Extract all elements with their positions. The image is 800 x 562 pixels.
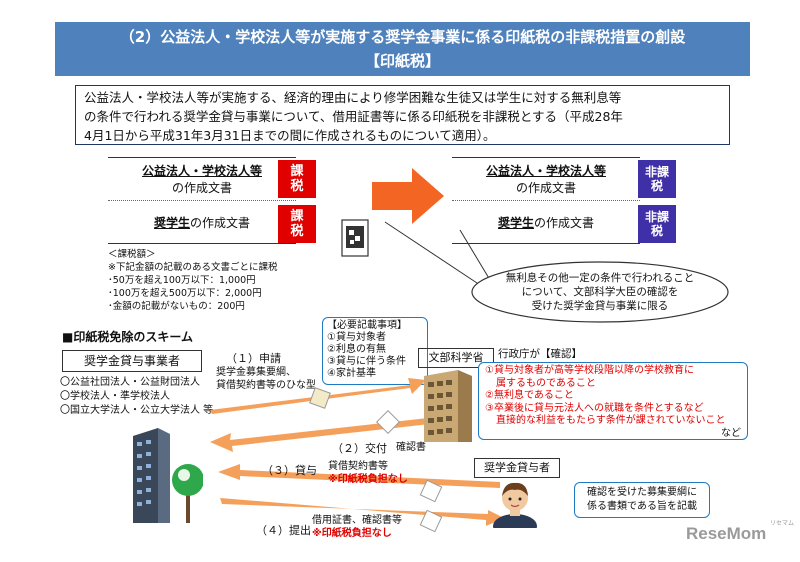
non-taxable-badge: 非課税	[638, 160, 676, 198]
document-icon	[419, 509, 443, 533]
step2-description: 確認書	[396, 442, 426, 453]
document-icon	[419, 479, 443, 503]
doc-subtitle: の作成文書	[534, 215, 595, 230]
summary-line: 4月1日から平成31年3月31日までの間に作成されるものについて適用）。	[84, 128, 496, 143]
step3-label: （３）貸与	[262, 464, 317, 477]
scheme-title: ■印紙税免除のスキーム	[62, 330, 193, 344]
arrow-step2	[210, 418, 430, 452]
page-subtitle: 【印紙税】	[364, 52, 440, 70]
before-documents: 公益法人・学校法人等 の作成文書 奨学生の作成文書	[108, 157, 296, 244]
summary-box: 公益法人・学校法人等が実施する、経済的理由により修学困難な生徒又は学生に対する無…	[75, 85, 730, 145]
step2-label: （２）交付	[332, 442, 387, 455]
document-icon	[376, 410, 400, 434]
doc-title: 奨学生	[497, 215, 534, 230]
doc-subtitle: の作成文書	[171, 181, 232, 195]
taxable-badge: 課税	[278, 160, 316, 198]
document-icon	[309, 387, 331, 409]
after-doc-row: 公益法人・学校法人等 の作成文書	[452, 158, 640, 200]
recipient-note-callout: 確認を受けた募集要綱に 係る書類である旨を記載	[574, 482, 710, 518]
confirmation-callout: ①貸与対象者が高等学校段階以降の学校教育に 属するものであること ②無利息である…	[478, 362, 748, 440]
corporation-building-icon	[133, 428, 203, 523]
government-building-icon	[424, 370, 472, 442]
page-title-banner: （2）公益法人・学校法人等が実施する奨学金事業に係る印紙税の非課税措置の創設 【…	[55, 22, 750, 76]
change-arrow-icon	[372, 168, 444, 224]
before-doc-row: 奨学生の作成文書	[108, 200, 296, 243]
resemom-logo: ReseMom	[686, 524, 767, 543]
after-documents: 公益法人・学校法人等 の作成文書 奨学生の作成文書	[452, 157, 640, 244]
lender-box: 奨学金貸与事業者	[62, 350, 202, 372]
before-doc-row: 公益法人・学校法人等 の作成文書	[108, 158, 296, 200]
recipient-box: 奨学金貸与者	[474, 458, 560, 478]
summary-line: 公益法人・学校法人等が実施する、経済的理由により修学困難な生徒又は学生に対する無…	[84, 90, 622, 105]
doc-subtitle: の作成文書	[190, 215, 251, 230]
student-person-icon	[493, 482, 537, 528]
step1-description: 奨学金募集要綱、 貸借契約書等のひな型	[216, 367, 316, 391]
condition-callout-shape	[384, 221, 729, 323]
tax-amount-notes: ＜課税額＞ ※下記金額の記載のある文書ごとに課税 ･50万を超え100万以下：1…	[108, 249, 278, 312]
arrow-step1	[210, 378, 426, 414]
doc-subtitle: の作成文書	[515, 181, 576, 195]
taxable-badge: 課税	[278, 205, 316, 243]
after-doc-row: 奨学生の作成文書	[452, 200, 640, 243]
lender-list: 〇公益社団法人・公益財団法人 〇学校法人・準学校法人 〇国立大学法人・公立大学法…	[60, 377, 214, 416]
step4-description: 借用証書、確認書等 ※印紙税負担なし	[312, 515, 402, 539]
arrow-step4	[220, 498, 504, 526]
doc-title: 公益法人・学校法人等	[485, 164, 606, 178]
doc-title: 公益法人・学校法人等	[141, 164, 262, 178]
confirmation-title: 行政庁が【確認】	[498, 348, 582, 360]
revenue-stamp-icon	[340, 218, 370, 262]
non-taxable-badge: 非課税	[638, 205, 676, 243]
step1-label: （１）申請	[226, 352, 281, 365]
resemom-logo-kana: リセマム	[770, 520, 795, 527]
page-title: （2）公益法人・学校法人等が実施する奨学金事業に係る印紙税の非課税措置の創設	[119, 28, 686, 46]
step3-description: 貸借契約書等 ※印紙税負担なし	[328, 461, 408, 485]
condition-text: 無利息その他一定の条件で行われること について、文部科学大臣の確認を 受けた奨学…	[505, 272, 695, 312]
required-items-callout: 【必要記載事項】 ①貸与対象者 ②利息の有無 ③貸与に伴う条件 ④家計基準	[322, 317, 428, 385]
summary-line: の条件で行われる奨学金貸与事業について、借用証書等に係る印紙税を非課税とする（平…	[84, 109, 623, 124]
step4-label: （４）提出	[256, 524, 311, 537]
doc-title: 奨学生	[153, 215, 190, 230]
mext-box: 文部科学省	[418, 348, 494, 368]
